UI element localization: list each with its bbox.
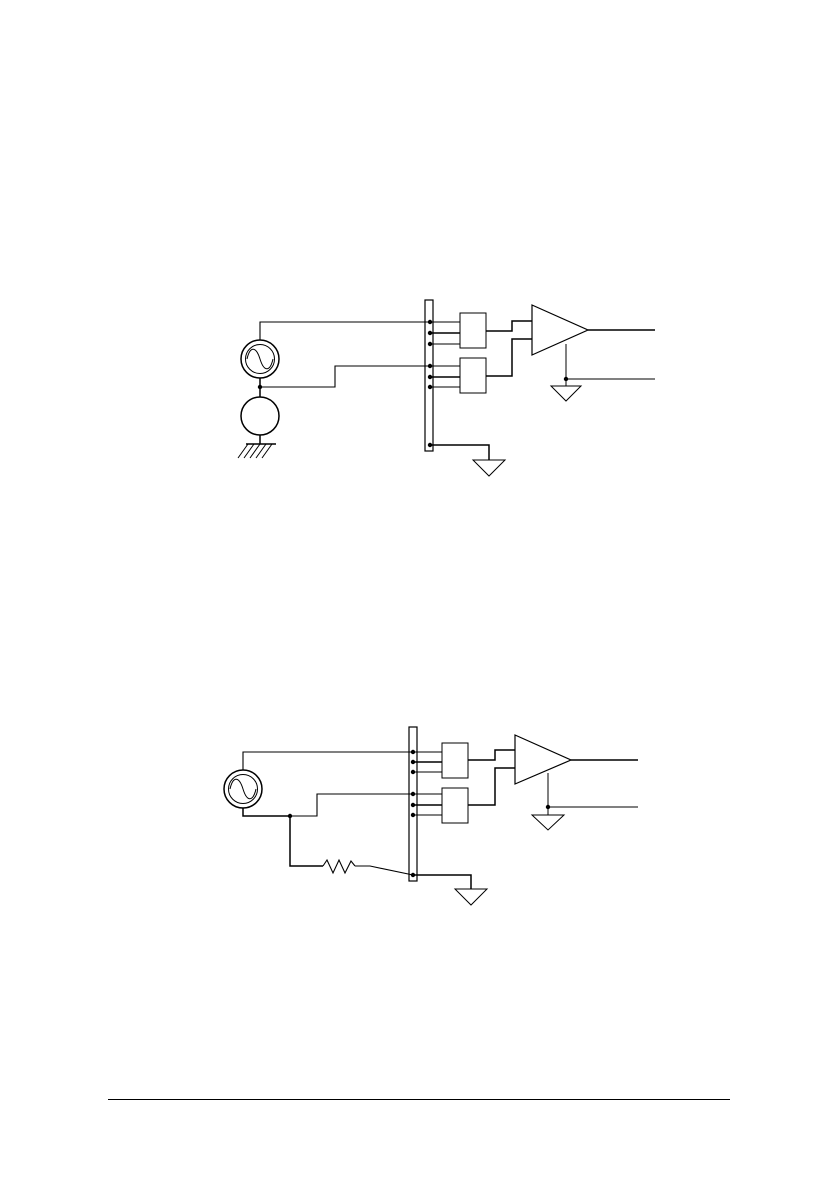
reference-line: [546, 773, 638, 809]
ac-source-icon: [224, 770, 262, 808]
input-block-upper: [415, 743, 468, 778]
amplifier-input-wires: [468, 750, 515, 805]
footer-rule: [108, 1099, 730, 1100]
schematic-lower: [0, 0, 839, 940]
resistor-icon: [323, 860, 413, 875]
input-block-lower: [415, 788, 468, 823]
amplifier-icon: [515, 735, 571, 784]
amplifier-ground-icon: [532, 807, 564, 830]
strip-ground-icon: [415, 875, 487, 905]
source-wires: [243, 752, 413, 866]
